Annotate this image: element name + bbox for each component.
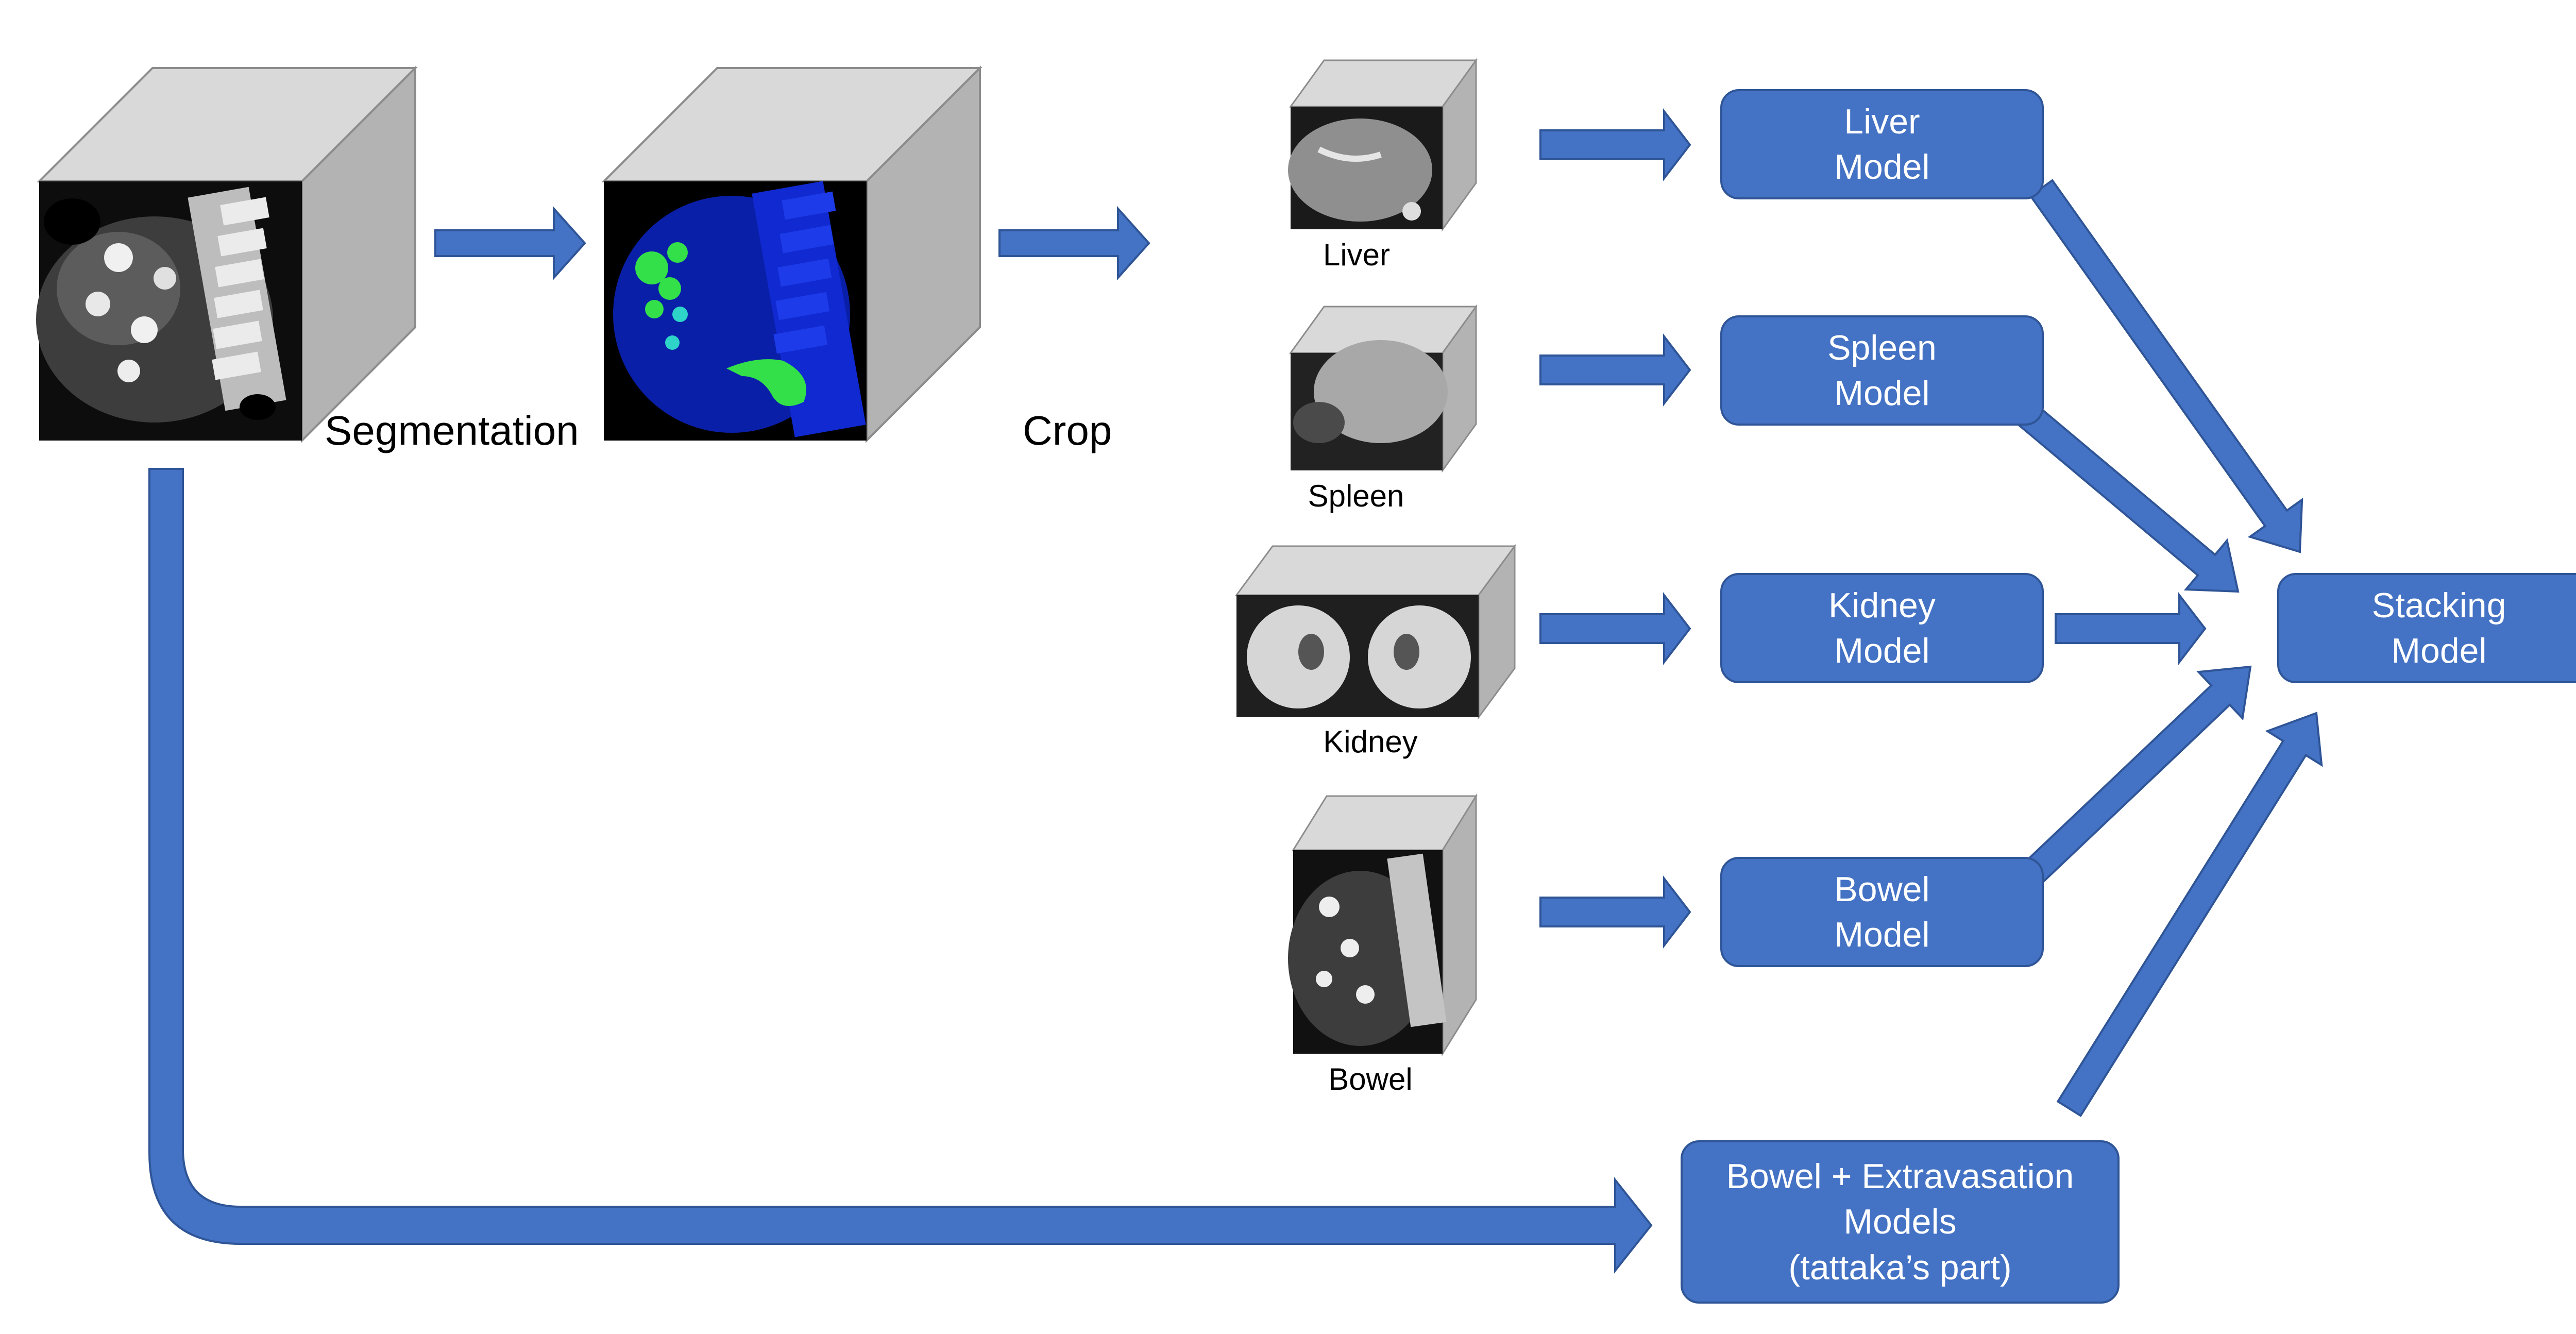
right-kidney-hilum (1394, 634, 1419, 670)
bowel-loop (1316, 971, 1332, 987)
arrow-liver-to-model (1539, 108, 1691, 181)
ct-image-detail (36, 187, 286, 423)
spleen-model-box: Spleen Model (1720, 315, 2044, 426)
spleen-tissue (1314, 340, 1448, 443)
bowel-crop-cube (1288, 793, 1478, 1057)
left-kidney (1247, 605, 1350, 708)
box-line: Stacking (2371, 585, 2506, 625)
arrow-original-to-extravasation (148, 468, 1653, 1274)
segmentation-volume-cube (601, 65, 982, 443)
liver-label: Liver (1323, 238, 1391, 272)
box-line: Bowel (1834, 869, 1930, 909)
spleen-crop-cube (1289, 304, 1478, 473)
arrow-liver-model-to-stacking (2029, 179, 2303, 553)
bowel-loop (1356, 985, 1375, 1004)
stacking-model-box: Stacking Model (2277, 573, 2576, 683)
liver-vessel (1317, 146, 1382, 162)
bowel-loop (1319, 897, 1340, 917)
box-line: Bowel + Extravasation (1726, 1156, 2074, 1196)
arrow-extravasation-to-stacking (2056, 712, 2323, 1118)
arrow-to-segmentation (434, 206, 586, 281)
kidney-label: Kidney (1323, 724, 1418, 759)
bowel-model-box: Bowel Model (1720, 857, 2044, 967)
arrow-spleen-to-model (1539, 333, 1691, 407)
box-line: Kidney (1828, 585, 1936, 625)
box-line: Liver (1844, 102, 1920, 141)
left-kidney-hilum (1298, 634, 1324, 670)
kidney-model-box: Kidney Model (1720, 573, 2044, 683)
arrow-bowel-model-to-stacking (2024, 665, 2252, 883)
box-line: Spleen (1827, 328, 1937, 367)
segmentation-label: Segmentation (325, 408, 579, 453)
bowel-spine (1387, 853, 1447, 1027)
box-line: Models (1843, 1202, 1957, 1242)
liver-model-box: Liver Model (1720, 89, 2044, 199)
extravasation-models-box: Bowel + Extravasation Models (tattaka’s … (1681, 1140, 2120, 1304)
cube-top-face (1235, 545, 1516, 596)
bowel-label: Bowel (1328, 1062, 1413, 1096)
arrow-to-crop (998, 206, 1150, 281)
kidney-crop-cube (1235, 544, 1516, 720)
liver-crop-cube (1288, 58, 1478, 232)
arrow-bowel-to-model (1539, 875, 1691, 949)
right-kidney (1368, 605, 1471, 708)
box-line: Model (1834, 631, 1930, 670)
segmentation-image-detail (613, 181, 866, 437)
arrow-kidney-to-model (1539, 592, 1691, 665)
box-line: Model (1834, 915, 1930, 954)
liver-tissue (1288, 119, 1432, 222)
arrow-kidney-model-to-stacking (2055, 592, 2207, 665)
spleen-label: Spleen (1308, 479, 1404, 513)
bowel-loop (1341, 939, 1359, 957)
box-line: Model (2391, 631, 2487, 670)
ct-volume-cube (36, 65, 418, 443)
arrow-spleen-model-to-stacking (2010, 397, 2240, 593)
spleen-detail (1293, 402, 1345, 443)
box-line: Model (1834, 374, 1930, 413)
liver-detail (1402, 202, 1421, 221)
box-line: Model (1834, 147, 1930, 187)
box-line: (tattaka’s part) (1788, 1247, 2012, 1287)
crop-label: Crop (1023, 408, 1112, 453)
